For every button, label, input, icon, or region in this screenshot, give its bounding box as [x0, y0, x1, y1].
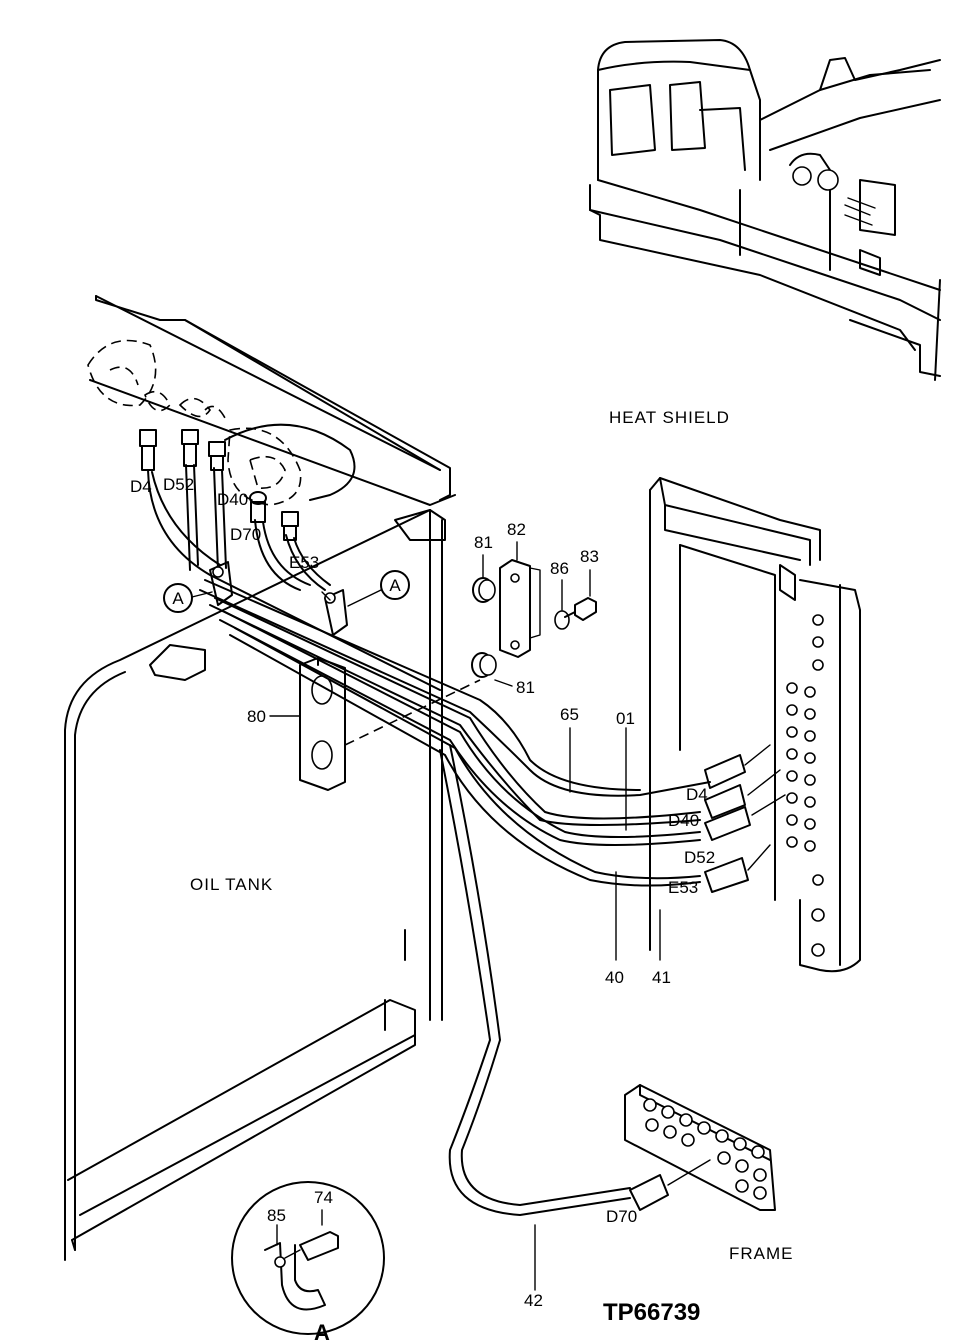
plate-82-assembly — [471, 559, 597, 678]
part-83: 83 — [580, 547, 599, 566]
port-top-d4: D4 — [130, 477, 152, 496]
part-41: 41 — [652, 968, 671, 987]
part-40: 40 — [605, 968, 624, 987]
callout-a-left: A — [163, 583, 213, 613]
part-01: 01 — [616, 709, 635, 728]
bottom-frame-holes — [643, 1098, 767, 1200]
frame-hole-column — [786, 614, 825, 957]
callout-a-left-label: A — [172, 589, 184, 608]
port-top-d70: D70 — [230, 525, 261, 544]
part-65: 65 — [560, 705, 579, 724]
fittings-top — [139, 429, 299, 541]
port-right-d4: D4 — [686, 785, 708, 804]
callout-a-right-label: A — [389, 576, 401, 595]
part-42: 42 — [524, 1291, 543, 1310]
drawing-id: TP66739 — [603, 1299, 700, 1326]
fittings-right — [704, 744, 786, 893]
port-right-d70: D70 — [606, 1207, 637, 1226]
part-82: 82 — [507, 520, 526, 539]
port-right-d52: D52 — [684, 848, 715, 867]
port-top-d40: D40 — [217, 490, 248, 509]
port-right-d40: D40 — [668, 811, 699, 830]
port-top-d52: D52 — [163, 475, 194, 494]
port-right-e53: E53 — [668, 878, 698, 897]
part-81-bottom: 81 — [516, 678, 535, 697]
oil-tank-label: OIL TANK — [190, 875, 273, 894]
fitting-top-d70 — [249, 491, 267, 523]
detail-a-inset — [231, 1181, 385, 1335]
part-86: 86 — [550, 559, 569, 578]
part-81-top: 81 — [474, 533, 493, 552]
frame-label: FRAME — [729, 1244, 794, 1263]
fitting-top-e53 — [281, 511, 299, 541]
oil-tank-outline — [64, 295, 456, 1261]
machine-overview-sketch — [589, 39, 941, 381]
hose-bundle — [147, 464, 711, 1216]
detail-a-letter: A — [314, 1320, 330, 1342]
part-74: 74 — [314, 1188, 333, 1207]
heat-shield-label: HEAT SHIELD — [609, 408, 730, 427]
leader-lines — [269, 541, 661, 1291]
fitting-top-d52 — [181, 429, 199, 467]
fitting-top-d4 — [139, 429, 157, 471]
port-top-e53: E53 — [289, 553, 319, 572]
fitting-top-d40 — [208, 441, 226, 471]
callout-a-right: A — [347, 570, 410, 607]
heat-shield-frame — [649, 477, 861, 973]
part-80: 80 — [247, 707, 266, 726]
part-85: 85 — [267, 1206, 286, 1225]
bottom-frame — [624, 1084, 776, 1211]
